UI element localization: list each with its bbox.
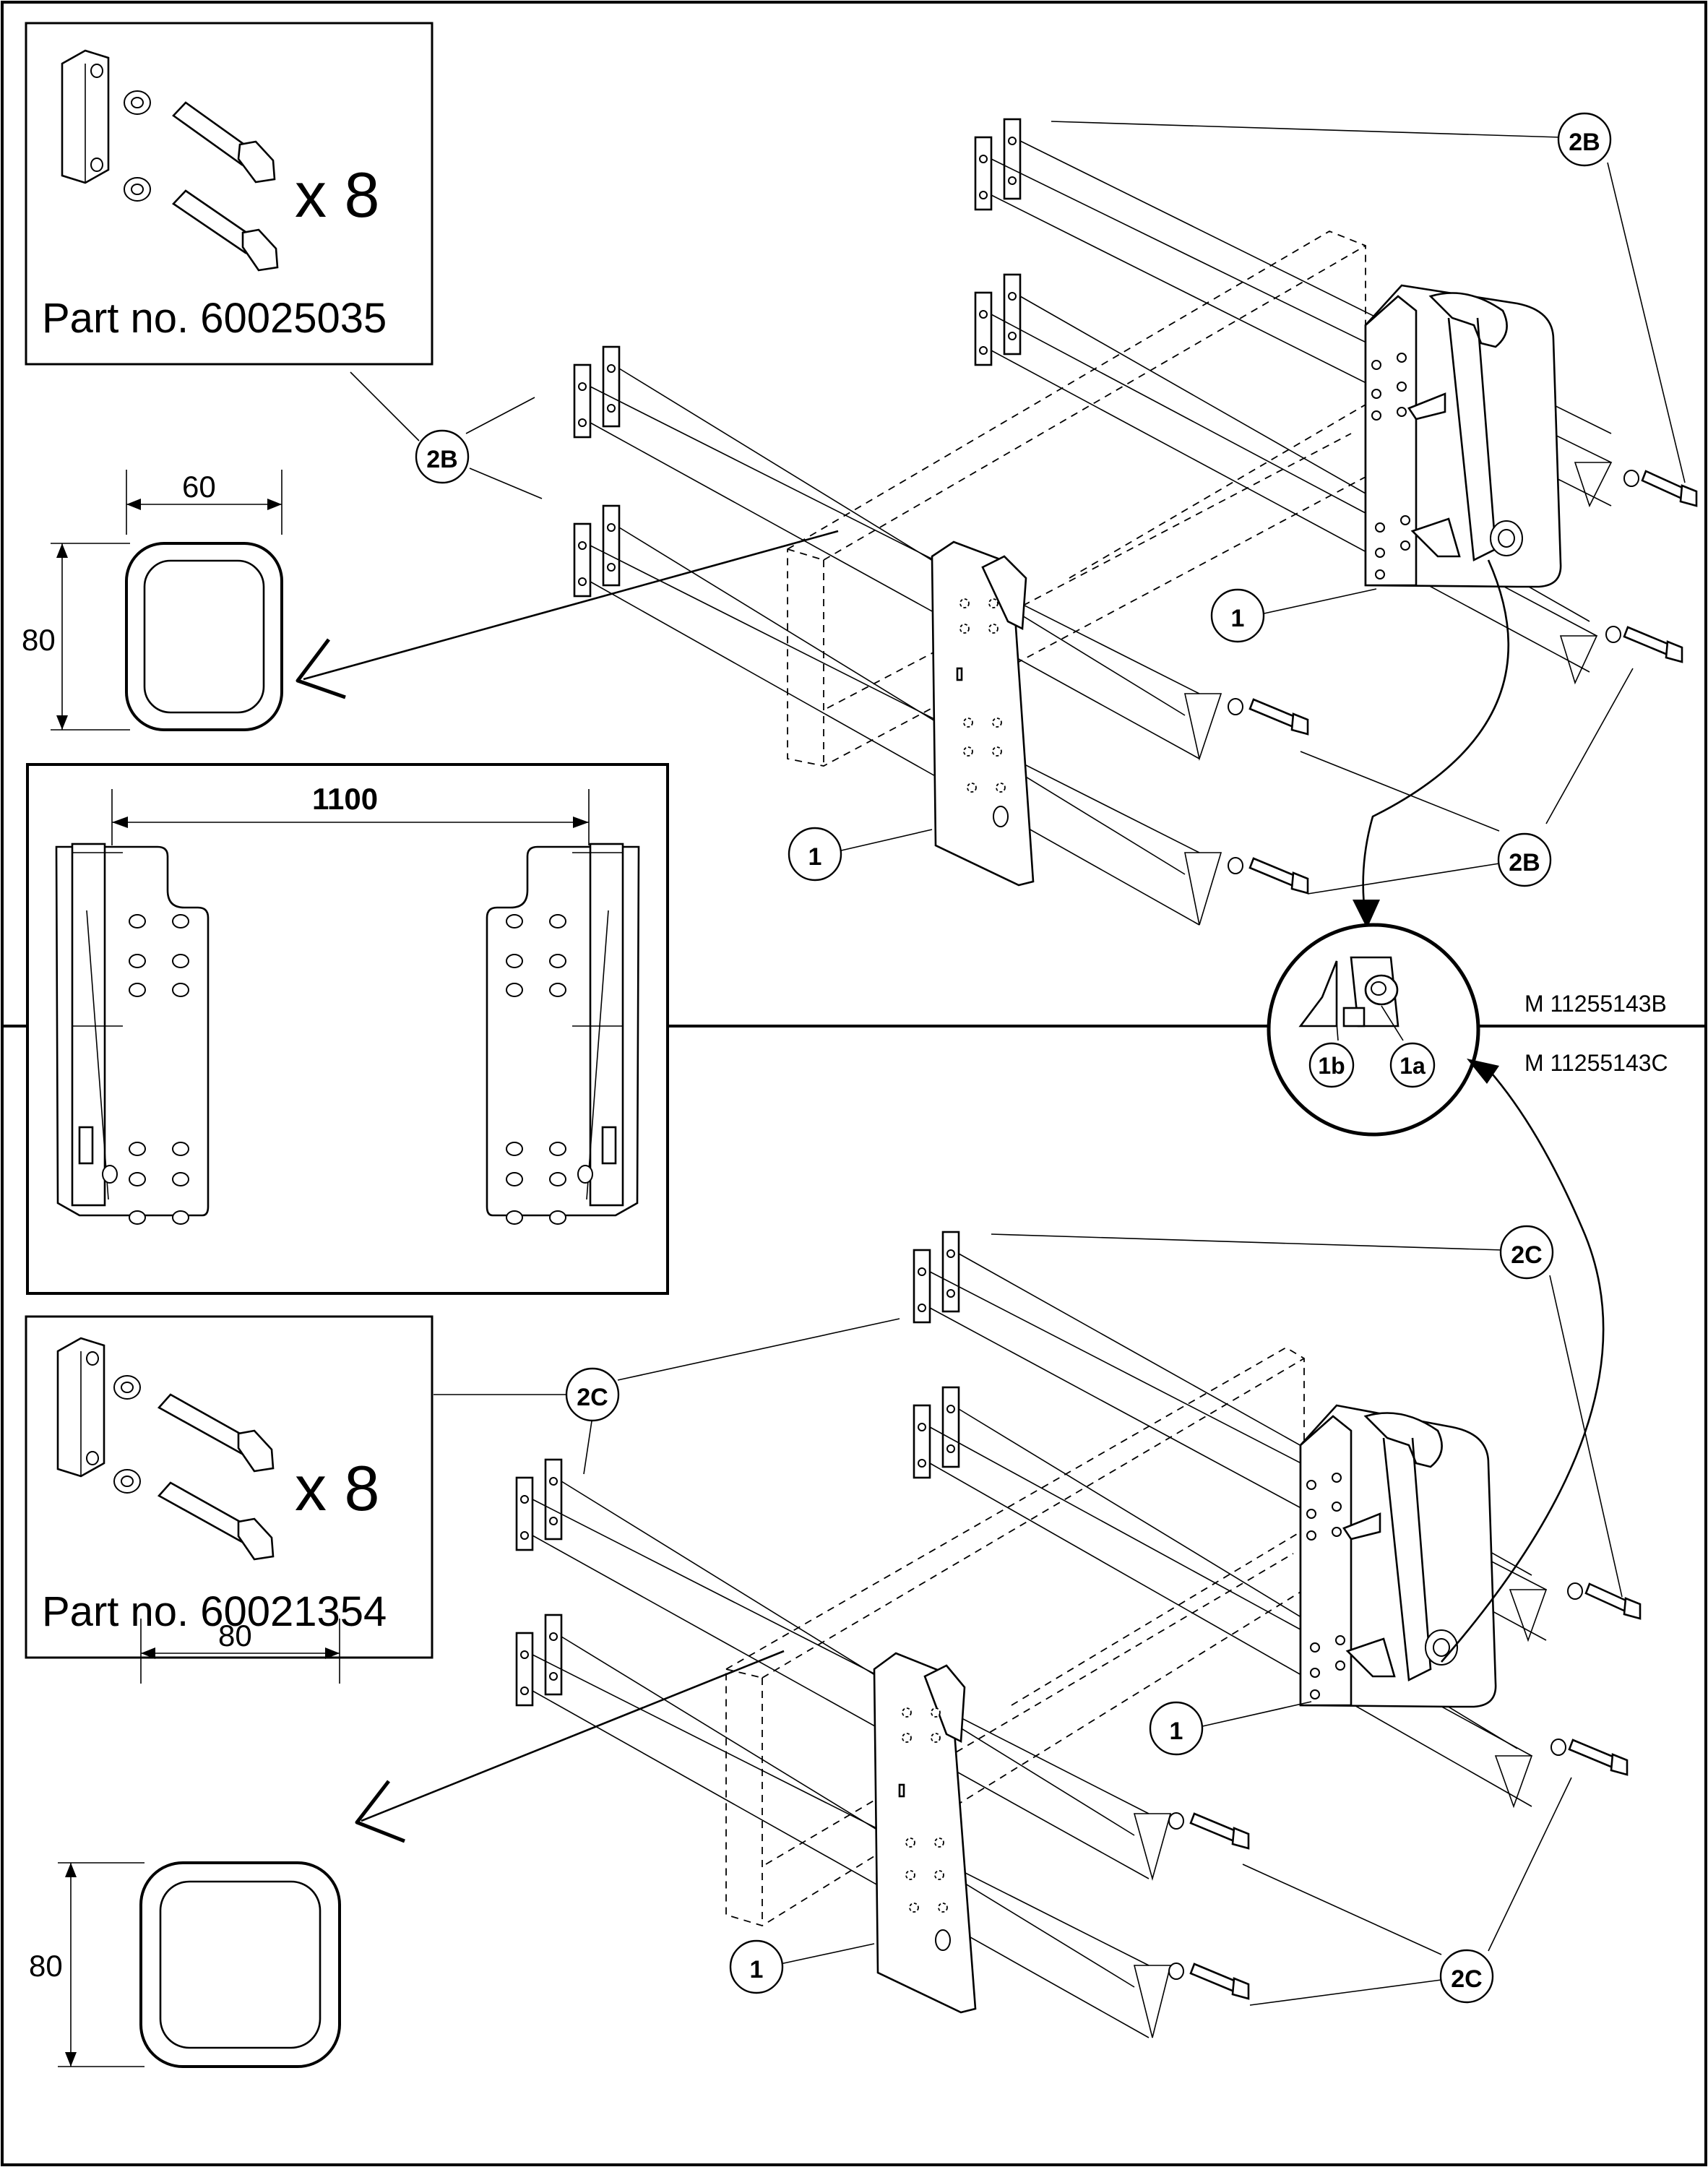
kit-part-number: Part no. 60021354 (42, 1588, 387, 1635)
upper-assembly: 2B 2B 2B 1 1 (350, 112, 1698, 929)
kit-quantity: x 8 (295, 159, 379, 231)
section-width: 80 (218, 1619, 252, 1653)
svg-text:2B: 2B (1569, 129, 1600, 156)
spacer-plate (61, 49, 110, 184)
lock-detail-leader (1362, 559, 1509, 918)
spacer-plates (515, 1231, 960, 1707)
callout-2c-kit: 2C (434, 1318, 900, 1475)
detail-arrow (303, 530, 839, 681)
kit-box-2b: x 8 Part no. 60025035 (25, 22, 434, 366)
svg-text:2B: 2B (426, 446, 457, 473)
bolt (172, 101, 279, 272)
callout-1-front: 1 (788, 827, 933, 882)
spacer-plates (573, 118, 1022, 598)
svg-text:2C: 2C (577, 1384, 608, 1411)
callout-2b-front: 2B (1300, 668, 1634, 895)
svg-text:2C: 2C (1511, 1241, 1542, 1269)
bracket-left-front-view (55, 843, 210, 1225)
washer (113, 1375, 141, 1494)
drawing-ref-upper: M 11255143B (1524, 991, 1667, 1017)
lower-assembly: 2C 2C 2C 1 1 (434, 1059, 1642, 2038)
mounting-bracket-rear (1299, 1404, 1497, 1708)
callout-2b-top: 2B (1051, 112, 1686, 483)
callout-1a: 1a (1399, 1053, 1426, 1079)
callout-2c-front: 2C (1242, 1777, 1572, 2006)
lock-detail: 1b 1a (1267, 923, 1480, 1137)
callout-2b-kit: 2B (350, 371, 543, 499)
bracket-spacing-detail: 1100 (26, 763, 669, 1295)
detail-arrow (361, 1650, 785, 1822)
callout-1-rear: 1 (1149, 1701, 1312, 1756)
svg-text:1: 1 (1231, 605, 1245, 632)
washer (124, 90, 151, 202)
svg-text:1: 1 (1170, 1718, 1183, 1745)
mounting-bracket-front (931, 540, 1035, 887)
section-height: 80 (22, 623, 56, 657)
bracket-right-front-view (486, 843, 640, 1225)
tube-section-80x80: 80 80 (29, 1619, 785, 2068)
tube-section-60x80: 60 80 (22, 470, 839, 731)
lock-detail-leader (1441, 1069, 1605, 1663)
callout-1-front: 1 (729, 1939, 875, 1994)
svg-text:2C: 2C (1451, 1965, 1482, 1993)
callout-1b: 1b (1318, 1053, 1345, 1079)
kit-quantity: x 8 (295, 1452, 379, 1524)
frame-tube-60x80 (787, 231, 1366, 767)
drawing-ref-lower: M 11255143C (1524, 1050, 1668, 1076)
bracket-spacing: 1100 (312, 782, 378, 816)
bolts-and-washers (1168, 1582, 1642, 2000)
callout-1-rear: 1 (1210, 588, 1377, 643)
svg-text:2B: 2B (1509, 849, 1540, 876)
callout-2c-top: 2C (991, 1225, 1623, 1598)
kit-box-2c: x 8 Part no. 60021354 (25, 1315, 434, 1659)
mounting-bracket-rear (1364, 284, 1562, 588)
section-width: 60 (182, 470, 216, 504)
bolts-and-washers (1228, 470, 1698, 895)
section-height: 80 (29, 1949, 63, 1983)
mounting-bracket-front (873, 1652, 977, 2014)
svg-text:1: 1 (750, 1956, 764, 1983)
kit-part-number: Part no. 60025035 (42, 295, 387, 342)
svg-text:1: 1 (808, 843, 822, 871)
spacer-plate (56, 1337, 105, 1478)
bolt (157, 1393, 275, 1561)
